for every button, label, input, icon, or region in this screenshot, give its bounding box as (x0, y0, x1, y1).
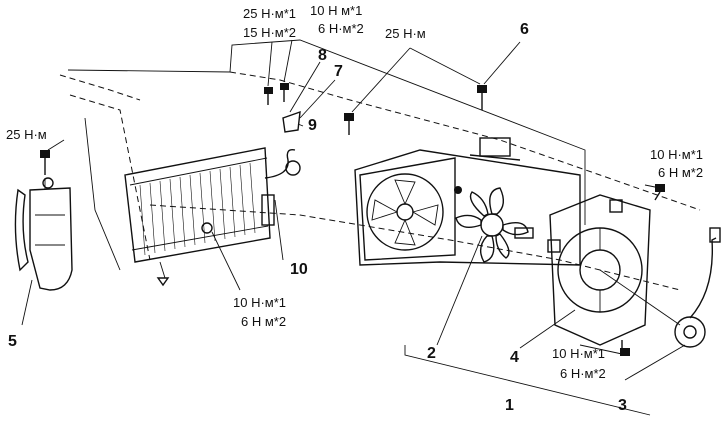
torque-label: 10 Н·м*1 (650, 147, 704, 162)
torque-label: 6 Н·м*2 (560, 366, 606, 381)
torque-label: 25 Н·м*1 (243, 6, 297, 21)
torque-label: 6 Н м*2 (658, 165, 704, 180)
callout-number: 2 (427, 345, 436, 362)
torque-label: 10 Н·м*1 (233, 295, 287, 310)
callout-number: 9 (308, 117, 317, 134)
callout-number: 7 (334, 63, 343, 80)
torque-label: 25 Н·м (385, 26, 426, 41)
reservoir-tank (14, 177, 73, 291)
bolts-top (264, 83, 665, 356)
torque-label: 15 Н·м*2 (243, 25, 297, 40)
callout-number: 4 (510, 349, 519, 366)
torque-label: 25 Н·м (6, 127, 47, 142)
torque-label: 10 Н м*1 (310, 3, 363, 18)
torque-label: 6 Н м*2 (241, 314, 287, 329)
condenser (124, 147, 301, 287)
fan-motor (599, 227, 721, 348)
fan-blade (454, 186, 534, 263)
fan-shroud (547, 194, 651, 346)
background-frame (59, 39, 701, 291)
radiator (354, 137, 581, 266)
bolt-left (40, 150, 50, 175)
torque-label: 6 Н·м*2 (318, 21, 364, 36)
callout-number: 6 (520, 21, 529, 38)
callout-number: 5 (8, 333, 17, 350)
leader-lines (21, 39, 686, 416)
callout-number: 10 (290, 261, 308, 278)
torque-label: 10 Н·м*1 (552, 346, 606, 361)
callout-number: 3 (618, 397, 627, 414)
callout-number: 1 (505, 397, 514, 414)
callout-number: 8 (318, 47, 327, 64)
